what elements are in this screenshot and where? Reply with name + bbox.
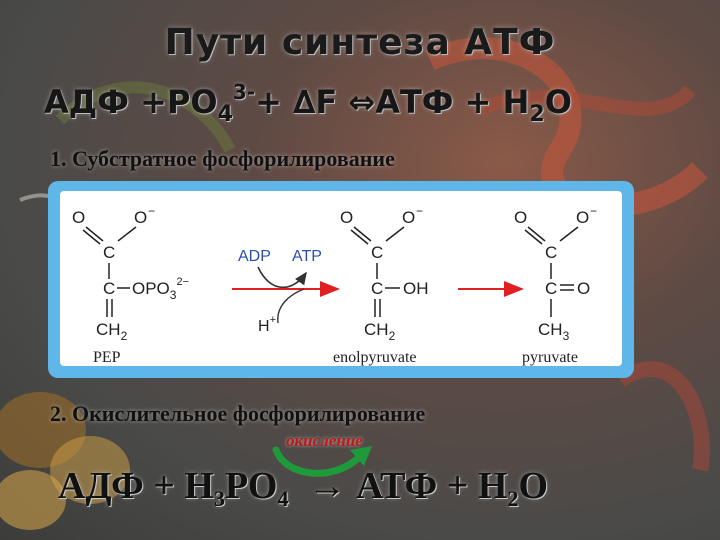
oxidation-label: окисление <box>286 431 363 450</box>
eq1-plus: + <box>255 83 294 121</box>
proton-curve <box>277 288 305 324</box>
reaction-scheme: O O − C C OPO32− CH2 PEP ADP ATP H+ <box>72 204 597 366</box>
eq1-sub: 4 <box>217 102 233 127</box>
eq2-part2: РО <box>224 465 278 507</box>
enol-hydroxyl: OH <box>403 279 429 298</box>
eq1-sup: 3- <box>232 80 256 104</box>
pep-carbon-1: C <box>103 243 115 262</box>
eq2-part3: АТФ + Н <box>355 465 508 507</box>
pyr-carbon-1: C <box>545 243 557 262</box>
eq2-sub1: 3 <box>213 486 225 511</box>
eq2-part4: О <box>518 465 549 507</box>
eq1-rhs: АТФ + Н <box>375 83 530 121</box>
adp-label: ADP <box>238 248 271 265</box>
oxidative-equation: АДФ + Н3РО4 →АТФ + Н2О <box>58 464 548 512</box>
pyr-keto-oxygen: O <box>577 279 590 298</box>
enol-o-double: O <box>340 208 353 227</box>
slide-title: Пути синтеза АТФ <box>164 22 556 63</box>
reaction-panel: O O − C C OPO32− CH2 PEP ADP ATP H+ <box>48 181 634 378</box>
reaction-panel-inner <box>60 191 622 366</box>
pep-o-double: O <box>72 208 85 227</box>
eq2-arrow: → <box>307 465 346 507</box>
pyr-o-double: O <box>514 208 527 227</box>
pep-label: PEP <box>93 349 121 366</box>
enolpyruvate-molecule: O O − C C OH CH2 enolpyruvate <box>333 204 429 366</box>
atp-synthesis-equation: АДФ +РО43-+ ∆F ⇔АТФ + Н2О <box>44 80 572 127</box>
enolpyruvate-label: enolpyruvate <box>333 349 417 366</box>
pep-o-minus: O <box>134 208 147 227</box>
enol-o-minus: O <box>402 208 415 227</box>
pyr-carbon-2: C <box>545 279 557 298</box>
heading-substrate-phosphorylation: 1. Субстратное фосфорилирование <box>50 146 395 171</box>
enol-carbon-1: C <box>371 243 383 262</box>
pyr-o-minus: O <box>576 208 589 227</box>
eq1-delta-f: ∆F <box>293 83 349 121</box>
cofactor-group: ADP ATP H+ <box>232 248 340 335</box>
proton-label: H+ <box>258 314 276 335</box>
adp-atp-curve-arrow <box>257 266 307 289</box>
enol-ch2: CH2 <box>364 320 396 343</box>
enol-minus: − <box>416 204 423 218</box>
pyruvate-molecule: O O − C C O CH3 pyruvate <box>514 204 597 366</box>
pep-molecule: O O − C C OPO32− CH2 PEP <box>72 204 189 366</box>
pyr-minus: − <box>590 204 597 218</box>
eq2-sub2: 4 <box>277 486 289 511</box>
eq2-sub3: 2 <box>507 486 519 511</box>
pep-carbon-2: C <box>103 279 115 298</box>
pep-phosphate: OPO32− <box>132 276 189 302</box>
oxidation-cycle-arrow <box>272 446 372 477</box>
pep-minus: − <box>148 204 155 218</box>
eq1-rhs-sub: 2 <box>529 102 545 127</box>
pep-ch2: CH2 <box>96 320 128 343</box>
enol-carbon-2: C <box>371 279 383 298</box>
eq1-lhs: АДФ +РО <box>44 83 218 121</box>
eq1-rhs-tail: О <box>544 83 572 121</box>
eq1-double-arrow: ⇔ <box>348 83 376 121</box>
heading-oxidative-phosphorylation: 2. Окислительное фосфорилирование <box>50 401 426 426</box>
atp-label: ATP <box>292 248 322 265</box>
pyr-ch3: CH3 <box>538 320 570 343</box>
eq2-part1: АДФ + Н <box>58 465 214 507</box>
pyruvate-label: pyruvate <box>522 349 578 366</box>
